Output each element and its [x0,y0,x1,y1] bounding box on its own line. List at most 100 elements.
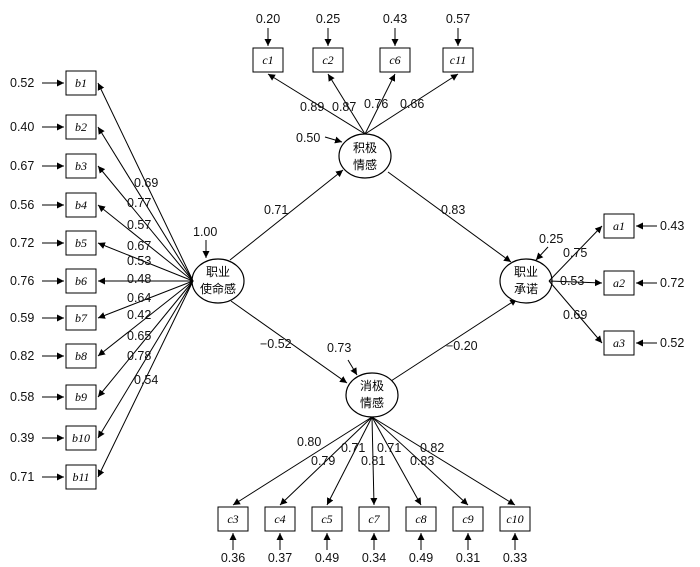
indicator-b3-label: b3 [75,159,87,173]
error-c7: 0.34 [362,551,386,565]
error-arrow-negative [347,359,358,376]
error-variance-mission: 1.00 [193,225,217,239]
loading-c5: 0.71 [341,441,365,455]
error-a2: 0.72 [660,276,684,290]
loading-c7: 0.81 [361,454,385,468]
indicator-b7-label: b7 [75,311,88,325]
latent-mission-label-2: 使命感 [200,281,236,296]
loading-arrow-b11 [97,280,194,478]
indicator-c5-box [311,506,343,532]
error-b8: 0.82 [10,349,34,363]
error-c1: 0.20 [256,12,280,26]
indicator-c6-label: c6 [389,53,400,67]
error-c9: 0.31 [456,551,480,565]
loading-c6: 0.76 [364,97,388,111]
loading-b6: 0.48 [127,272,151,286]
indicator-b8-box [65,343,97,369]
path-mission-to-positive [229,169,344,261]
indicator-b4-box [65,192,97,218]
loading-c3: 0.80 [297,435,321,449]
error-c5: 0.49 [315,551,339,565]
indicator-layer: b10.520.69b20.400.77b30.670.57b40.560.67… [10,12,684,565]
indicator-b5-label: b5 [75,236,87,250]
error-a3: 0.52 [660,336,684,350]
indicator-b8-label: b8 [75,349,87,363]
loading-arrow-b9 [97,280,194,398]
indicator-b11-box [65,464,97,490]
latent-negative-label-2: 情感 [360,395,384,410]
loading-a2: 0.53 [560,274,584,288]
loading-arrow-b7 [97,280,194,319]
loading-arrow-c9 [371,416,469,506]
latent-mission-label-1: 职业 [206,265,230,279]
error-c10: 0.33 [503,551,527,565]
indicator-c10-label: c10 [506,512,523,526]
path-mission-to-negative [230,300,348,384]
loading-c2: 0.87 [332,100,356,114]
indicator-c3-label: c3 [227,512,238,526]
latent-commitment: 职业 承诺 [499,258,553,304]
loading-arrow-b5 [97,242,194,282]
loading-arrow-c10 [371,416,516,506]
indicator-c11-box [442,47,474,73]
loading-arrow-b1 [97,82,194,282]
indicator-c10-box [499,506,531,532]
latent-positive-label-1: 积极 [353,141,377,155]
indicator-a1-box [603,213,635,239]
indicator-b5-box [65,230,97,256]
loading-arrow-c7 [370,416,378,506]
loading-b11: 0.54 [134,373,158,387]
loading-arrow-c1 [267,73,366,135]
indicator-c9-box [452,506,484,532]
loading-c8: 0.71 [377,441,401,455]
loading-c11: 0.66 [400,97,424,111]
loading-arrow-c6 [364,73,396,135]
latent-positive: 积极 情感 [338,133,392,179]
path-negative-to-commitment [390,298,518,382]
error-b6: 0.76 [10,274,34,288]
loading-b3: 0.57 [127,218,151,232]
latent-mission: 职业 使命感 [191,258,245,304]
indicator-b9-label: b9 [75,390,87,404]
latent-negative-label-1: 消极 [360,379,384,393]
loading-b2: 0.77 [127,196,151,210]
error-arrow-positive [324,136,343,144]
indicator-b6-label: b6 [75,274,87,288]
indicator-a1-label: a1 [613,219,625,233]
error-a1: 0.43 [660,219,684,233]
error-arrow-commitment [535,246,549,261]
loading-a1: 0.75 [563,246,587,260]
indicator-a3-label: a3 [613,336,625,350]
error-b4: 0.56 [10,198,34,212]
error-variance-commitment: 0.25 [539,232,563,246]
indicator-c1-box [252,47,284,73]
latent-negative: 消极 情感 [345,372,399,418]
error-b1: 0.52 [10,76,34,90]
error-variance-positive: 0.50 [296,131,320,145]
loading-arrow-a3 [548,280,603,344]
indicator-c4-box [264,506,296,532]
path-positive-to-commitment [387,171,512,263]
error-variance-negative: 0.73 [327,341,351,355]
loading-arrow-c2 [327,73,366,135]
indicator-c3-box [217,506,249,532]
loading-arrow-a1 [548,225,603,282]
loading-arrow-c4 [279,416,373,506]
indicator-b3-box [65,153,97,179]
loading-b7: 0.64 [127,291,151,305]
latent-positive-label-2: 情感 [353,157,377,172]
indicator-b1-label: b1 [75,76,87,90]
indicator-c7-label: c7 [368,512,380,526]
indicator-c1-label: c1 [262,53,273,67]
loading-arrow-c11 [364,73,459,135]
loading-arrow-b4 [97,204,194,282]
error-b7: 0.59 [10,311,34,325]
error-c6: 0.43 [383,12,407,26]
latent-commitment-label-2: 承诺 [514,282,538,296]
error-b9: 0.58 [10,390,34,404]
loading-arrow-a2 [548,279,603,287]
indicator-c8-box [405,506,437,532]
indicator-b11-label: b11 [72,470,89,484]
path-coef-negative-commitment: −0.20 [446,339,478,353]
loading-arrow-c3 [232,416,373,506]
